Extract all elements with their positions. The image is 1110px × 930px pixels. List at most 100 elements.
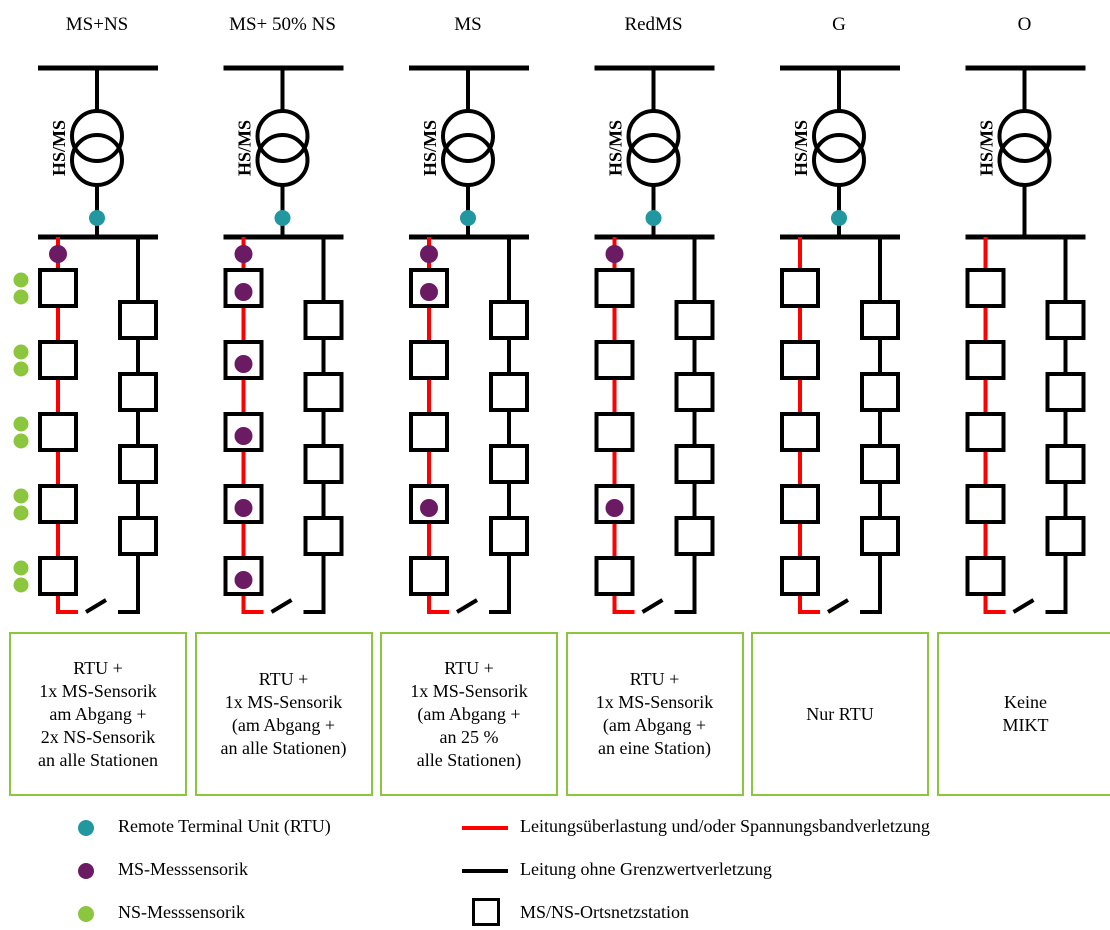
description-line: RTU + bbox=[258, 669, 309, 689]
ns-sensor bbox=[13, 560, 29, 576]
open-tie-switch bbox=[84, 598, 108, 614]
transformer-label: HS/MS bbox=[606, 120, 626, 176]
substation-box bbox=[860, 372, 900, 412]
description-line: MIKT bbox=[1002, 715, 1049, 735]
description-line: an alle Stationen bbox=[38, 749, 158, 770]
description-line: an 25 % bbox=[439, 726, 499, 747]
transformer-primary-winding bbox=[812, 109, 866, 163]
description-line: an alle Stationen) bbox=[220, 738, 347, 758]
substation-box bbox=[965, 340, 1006, 380]
substation-box bbox=[780, 340, 820, 380]
column-2: HS/MS bbox=[223, 65, 344, 614]
description-line: 2x NS-Sensorik bbox=[40, 726, 156, 747]
network-topology-diagram: HS/MS HS/MS HS/MS HS/MS HS/MS HS/MS bbox=[13, 65, 1086, 614]
description-line: (am Abgang + bbox=[231, 715, 336, 735]
description-line: 1x MS-Sensorik bbox=[39, 680, 157, 701]
description-box: Nur RTU bbox=[751, 632, 929, 796]
transformer-primary-winding bbox=[441, 109, 495, 163]
description-line: Nur RTU bbox=[806, 703, 874, 724]
transformer-label: HS/MS bbox=[977, 120, 997, 176]
substation-box bbox=[965, 412, 1006, 452]
station-ms-sensor bbox=[605, 499, 624, 517]
ns-sensor bbox=[13, 272, 29, 288]
substation-box bbox=[489, 300, 529, 340]
substation-box bbox=[674, 300, 715, 340]
legend-ns-sensor-dot bbox=[78, 906, 94, 922]
legend-normal-line-label: Leitung ohne Grenzwertverletzung bbox=[520, 859, 772, 879]
substation-box bbox=[965, 484, 1006, 524]
substation-box bbox=[674, 444, 715, 484]
substation-box bbox=[38, 484, 78, 524]
substation-box bbox=[118, 444, 158, 484]
substation-box bbox=[118, 372, 158, 412]
substation-box bbox=[303, 300, 344, 340]
substation-box bbox=[489, 516, 529, 556]
substation-box bbox=[594, 412, 635, 452]
ns-sensor bbox=[13, 361, 29, 377]
legend-ms-sensor-dot bbox=[78, 863, 94, 879]
substation-box bbox=[409, 556, 449, 596]
legend-ns-sensor-label: NS-Messsensorik bbox=[118, 902, 246, 922]
substation-box bbox=[223, 484, 264, 524]
substation-box bbox=[965, 268, 1006, 308]
description-line: 1x MS-Sensorik bbox=[224, 692, 343, 712]
legend-rtu-dot bbox=[78, 820, 94, 836]
substation-box bbox=[118, 300, 158, 340]
station-ms-sensor bbox=[234, 355, 253, 373]
substation-box bbox=[674, 372, 715, 412]
substation-box bbox=[780, 556, 820, 596]
substation-box bbox=[1045, 444, 1086, 484]
substation-box bbox=[303, 372, 344, 412]
legend-violation-line-label: Leitungsüberlastung und/oder Spannungsba… bbox=[520, 816, 930, 836]
station-ms-sensor bbox=[234, 427, 253, 445]
substation-box bbox=[594, 340, 635, 380]
transformer-label: HS/MS bbox=[235, 120, 255, 176]
station-ms-sensor bbox=[234, 571, 253, 589]
open-tie-switch bbox=[455, 598, 479, 614]
rtu-marker bbox=[274, 210, 291, 226]
legend-station-square bbox=[472, 898, 500, 926]
description-line: am Abgang + bbox=[49, 703, 147, 724]
substation-box bbox=[38, 412, 78, 452]
column-1: HS/MS bbox=[13, 65, 158, 614]
rtu-marker bbox=[831, 210, 847, 226]
column-title: RedMS bbox=[624, 14, 683, 35]
column-3: HS/MS bbox=[409, 65, 529, 614]
description-line: RTU + bbox=[444, 657, 494, 678]
substation-box bbox=[594, 556, 635, 596]
column-title: MS+NS bbox=[65, 14, 129, 35]
column-5: HS/MS bbox=[780, 65, 900, 614]
rtu-marker bbox=[460, 210, 476, 226]
substation-box bbox=[1045, 372, 1086, 412]
description-line: RTU + bbox=[73, 657, 123, 678]
feeder-ms-sensor bbox=[605, 245, 624, 263]
open-tie-switch bbox=[826, 598, 850, 614]
substation-box bbox=[674, 516, 715, 556]
substation-box bbox=[780, 412, 820, 452]
legend-normal-line-swatch bbox=[462, 869, 508, 873]
open-tie-switch bbox=[1012, 598, 1035, 614]
substation-box bbox=[489, 372, 529, 412]
substation-box bbox=[780, 484, 820, 524]
description-box: RTU +1x MS-Sensorik(am Abgang +an eine S… bbox=[565, 632, 744, 796]
substation-box bbox=[409, 340, 449, 380]
ns-sensor bbox=[13, 289, 29, 305]
substation-box bbox=[38, 340, 78, 380]
substation-box bbox=[38, 556, 78, 596]
transformer-label: HS/MS bbox=[49, 120, 69, 176]
substation-box bbox=[409, 412, 449, 452]
feeder-ms-sensor bbox=[420, 245, 438, 263]
substation-box bbox=[1045, 300, 1086, 340]
ns-sensor bbox=[13, 577, 29, 593]
substation-box bbox=[1045, 516, 1086, 556]
feeder-ms-sensor bbox=[49, 245, 67, 263]
legend-violation-line-swatch bbox=[462, 826, 508, 830]
column-6: HS/MS bbox=[965, 65, 1086, 614]
description-line: an eine Station) bbox=[598, 738, 711, 758]
legend-rtu-label: Remote Terminal Unit (RTU) bbox=[118, 816, 331, 836]
ns-sensor bbox=[13, 505, 29, 521]
description-line: (am Abgang + bbox=[417, 703, 521, 724]
description-line: 1x MS-Sensorik bbox=[595, 692, 714, 712]
